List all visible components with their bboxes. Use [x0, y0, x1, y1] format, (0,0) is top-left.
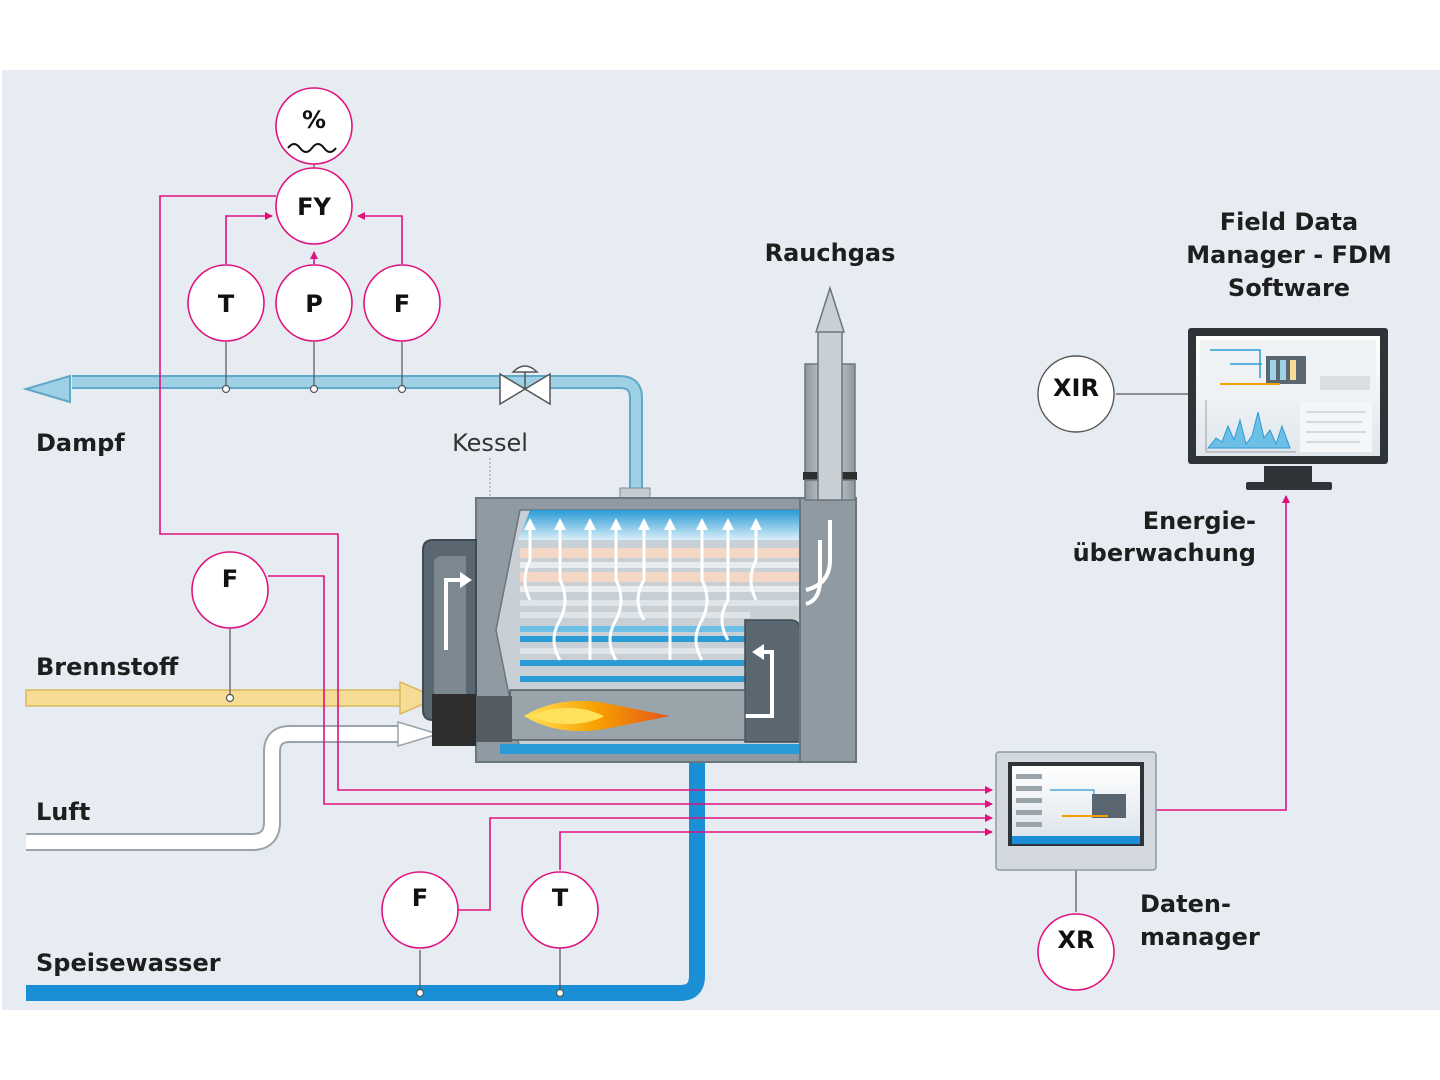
svg-text:manager: manager: [1140, 923, 1260, 951]
label-energieueberwachung: Energie- überwachung: [1073, 507, 1256, 567]
svg-text:T: T: [552, 884, 569, 912]
svg-text:überwachung: überwachung: [1073, 539, 1256, 567]
label-datenmanager: Daten- manager: [1140, 890, 1260, 951]
instrument-steam-pressure: P: [275, 264, 353, 342]
wave-icon: [287, 143, 337, 153]
signal-lines: [159, 195, 1290, 911]
instrument-xr: XR: [1037, 913, 1115, 991]
boiler: [422, 497, 857, 763]
flue-gas-stack: [799, 285, 857, 763]
svg-text:T: T: [218, 290, 235, 318]
fuel-pipe: [25, 680, 440, 716]
svg-text:Field Data: Field Data: [1220, 208, 1358, 236]
label-fdm-software: Field Data Manager - FDM Software: [1186, 208, 1392, 302]
instrument-steam-flow: F: [363, 264, 441, 342]
svg-text:Daten-: Daten-: [1140, 890, 1231, 918]
svg-text:F: F: [222, 565, 238, 593]
label-brennstoff: Brennstoff: [36, 653, 179, 681]
svg-text:XIR: XIR: [1053, 374, 1099, 402]
data-manager-device: [995, 751, 1157, 871]
label-luft: Luft: [36, 798, 90, 826]
boiler-tubes: [520, 548, 800, 682]
svg-text:Manager - FDM: Manager - FDM: [1186, 241, 1392, 269]
instrument-percent: %: [275, 87, 353, 165]
fdm-screen-content: [1200, 340, 1376, 453]
instrument-fuel-flow: F: [191, 551, 269, 629]
instrument-feedwater-temperature: T: [521, 871, 599, 949]
steam-valve-icon: [499, 365, 551, 406]
label-kessel: Kessel: [452, 429, 528, 457]
instrument-feedwater-flow: F: [381, 871, 459, 949]
svg-text:P: P: [305, 290, 323, 318]
svg-text:Software: Software: [1228, 274, 1350, 302]
label-rauchgas: Rauchgas: [765, 239, 896, 267]
fdm-monitor: [1188, 328, 1388, 490]
svg-text:FY: FY: [297, 193, 331, 221]
instrument-fy: FY: [275, 167, 353, 245]
svg-text:F: F: [412, 884, 428, 912]
heat-flow-arrows: [523, 528, 758, 661]
svg-text:%: %: [302, 106, 326, 134]
svg-text:F: F: [394, 290, 410, 318]
svg-text:Energie-: Energie-: [1143, 507, 1256, 535]
label-speisewasser: Speisewasser: [36, 949, 221, 977]
label-dampf: Dampf: [36, 429, 125, 457]
instrument-xir: XIR: [1037, 355, 1115, 433]
instrument-steam-temperature: T: [187, 264, 265, 342]
svg-text:XR: XR: [1058, 926, 1095, 954]
air-pipe: [26, 720, 441, 851]
